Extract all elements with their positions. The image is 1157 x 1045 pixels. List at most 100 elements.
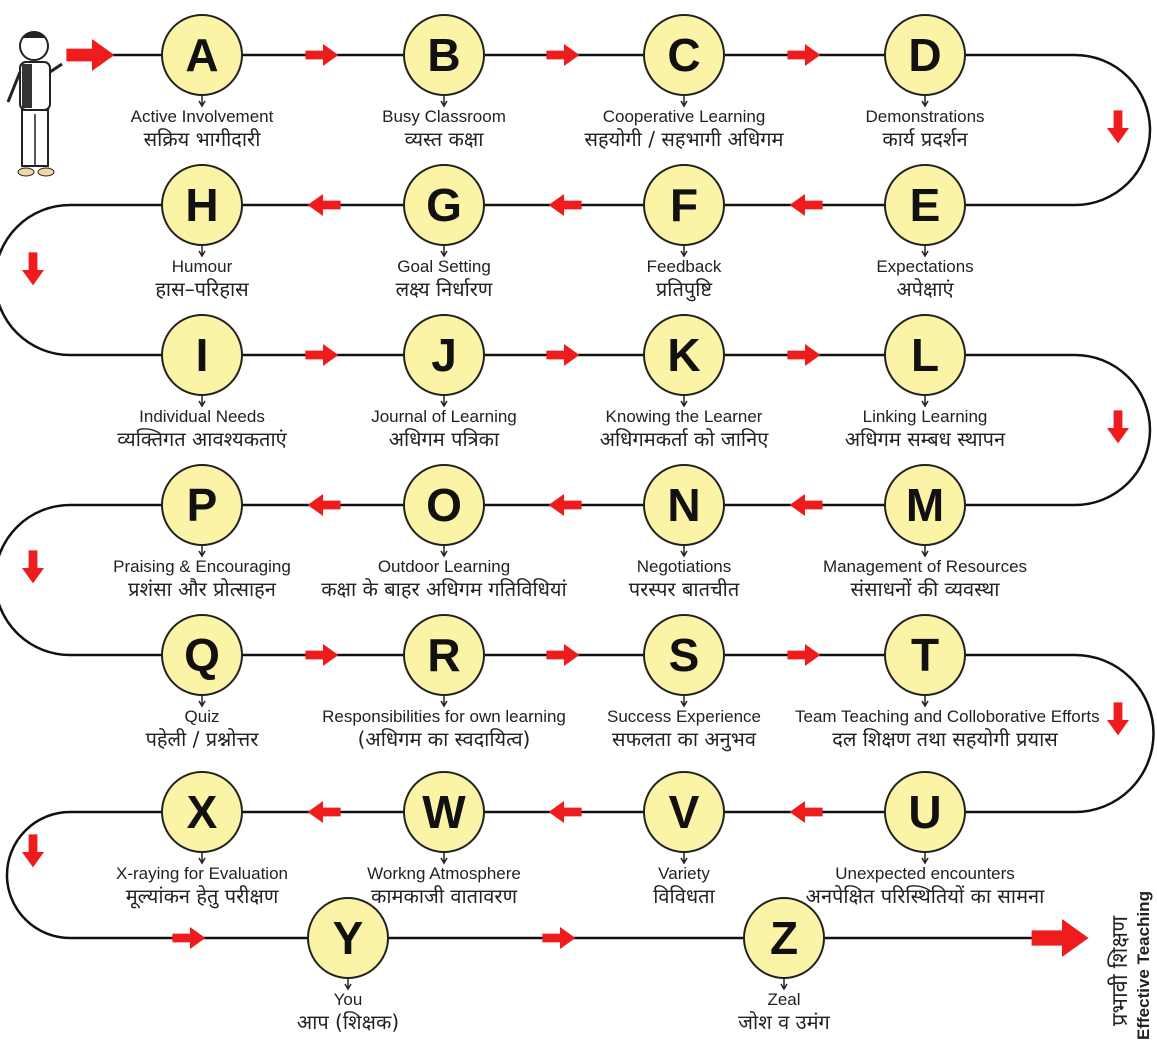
node-c: C [643, 14, 725, 96]
node-label-r: Responsibilities for own learning(अधिगम … [294, 707, 594, 751]
node-u: U [884, 771, 966, 853]
arrow-left-icon [307, 801, 341, 823]
pointer-arrow-icon [921, 396, 929, 408]
pointer-arrow-icon [680, 696, 688, 708]
arrow-right-icon [305, 644, 339, 666]
label-hindi: अनपेक्षित परिस्थितियों का सामना [805, 884, 1045, 909]
label-hindi: सफलता का अनुभव [612, 727, 756, 752]
label-hindi: प्रशंसा और प्रोत्साहन [128, 577, 276, 602]
label-hindi: प्रतिपुष्टि [655, 277, 713, 302]
arrow-left-icon [307, 194, 341, 216]
arrow-down-icon [22, 252, 44, 286]
pointer-arrow-icon [921, 696, 929, 708]
node-m: M [884, 464, 966, 546]
label-hindi: अधिगमकर्ता को जानिए [599, 427, 769, 452]
arrow-right-icon [787, 644, 821, 666]
node-y: Y [307, 897, 389, 979]
pointer-arrow-icon [440, 96, 448, 108]
pointer-arrow-icon [921, 546, 929, 558]
pointer-arrow-icon [198, 246, 206, 258]
node-j: J [403, 314, 485, 396]
pointer-arrow-icon [198, 546, 206, 558]
left-turn-curve [5, 810, 71, 940]
label-english: Negotiations [636, 557, 732, 576]
right-turn-curve [1074, 653, 1155, 814]
node-x: X [161, 771, 243, 853]
label-hindi: मूल्यांकन हेतु परीक्षण [125, 884, 279, 909]
arrow-left-icon [548, 801, 582, 823]
node-l: L [884, 314, 966, 396]
label-english: Variety [658, 864, 710, 883]
pointer-arrow-icon [440, 396, 448, 408]
pointer-arrow-icon [921, 246, 929, 258]
arrow-down-icon [22, 550, 44, 584]
label-hindi: परस्पर बातचीत [628, 577, 740, 602]
pointer-arrow-icon [198, 853, 206, 865]
start-arrow-icon [66, 39, 115, 71]
arrow-left-icon [789, 194, 823, 216]
node-p: P [161, 464, 243, 546]
label-english: Demonstrations [865, 107, 985, 126]
node-t: T [884, 614, 966, 696]
pointer-arrow-icon [921, 853, 929, 865]
pointer-arrow-icon [780, 979, 788, 991]
label-english: Feedback [646, 257, 722, 276]
node-d: D [884, 14, 966, 96]
pointer-arrow-icon [440, 696, 448, 708]
node-o: O [403, 464, 485, 546]
arrow-right-icon [546, 44, 580, 66]
label-english: Zeal [767, 990, 801, 1009]
label-english: Active Involvement [130, 107, 274, 126]
label-english: Knowing the Learner [605, 407, 763, 426]
label-english: You [333, 990, 363, 1009]
node-h: H [161, 164, 243, 246]
arrow-left-icon [789, 494, 823, 516]
outcome-label-english: Effective Teaching [1134, 891, 1153, 1040]
pointer-arrow-icon [440, 853, 448, 865]
node-r: R [403, 614, 485, 696]
arrow-down-icon [1107, 110, 1129, 144]
node-z: Z [743, 897, 825, 979]
node-e: E [884, 164, 966, 246]
label-english: Linking Learning [862, 407, 988, 426]
node-f: F [643, 164, 725, 246]
node-k: K [643, 314, 725, 396]
arrow-right-icon [305, 344, 339, 366]
pointer-arrow-icon [440, 246, 448, 258]
label-english: Expectations [876, 257, 974, 276]
arrow-right-icon [787, 44, 821, 66]
label-hindi: जोश व उमंग [738, 1010, 830, 1035]
node-v: V [643, 771, 725, 853]
pointer-arrow-icon [680, 396, 688, 408]
label-english: Responsibilities for own learning [322, 707, 566, 726]
node-n: N [643, 464, 725, 546]
label-hindi: दल शिक्षण तथा सहयोगी प्रयास [832, 727, 1058, 752]
outcome-arrow-icon [1031, 919, 1089, 957]
right-turn-curve [1074, 53, 1152, 207]
pointer-arrow-icon [198, 396, 206, 408]
node-w: W [403, 771, 485, 853]
pointer-arrow-icon [680, 546, 688, 558]
pointer-arrow-icon [198, 96, 206, 108]
label-hindi: व्यक्तिगत आवश्यकताएं [117, 427, 287, 452]
arrow-left-icon [307, 494, 341, 516]
label-english: Goal Setting [397, 257, 491, 276]
pointer-arrow-icon [921, 96, 929, 108]
label-english: Cooperative Learning [602, 107, 766, 126]
label-english: Management of Resources [822, 557, 1028, 576]
